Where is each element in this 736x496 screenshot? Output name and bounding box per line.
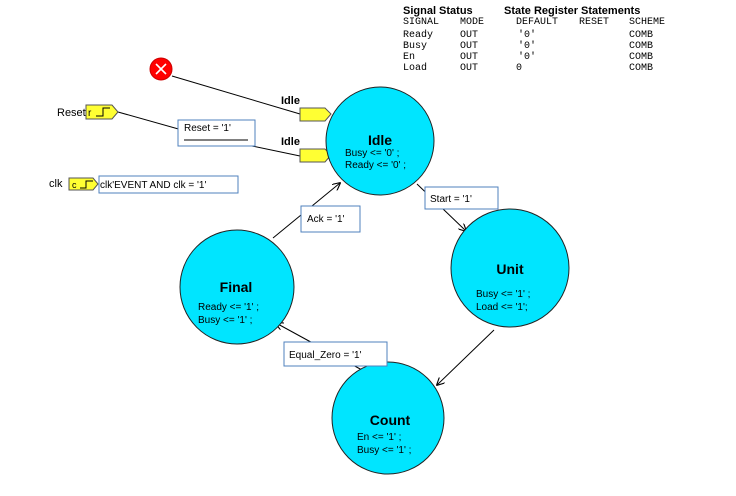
col-header-scheme: SCHEME [629, 17, 665, 28]
col-header-signal: SIGNAL [403, 17, 439, 28]
transition-condition-box[interactable]: Start = '1' [424, 186, 499, 210]
state-name: Idle [368, 132, 392, 148]
table-cell: Ready [403, 29, 433, 41]
reset-signal-label: Reset [57, 107, 86, 119]
table-cell: OUT [460, 41, 478, 52]
state-action: Load <= '1'; [476, 302, 528, 313]
clock-condition-text: clk'EVENT AND clk = '1' [100, 180, 206, 191]
table-cell: COMB [629, 41, 653, 52]
state-action: Busy <= '1' ; [476, 289, 530, 300]
table-cell: 0 [516, 63, 522, 74]
table-cell: COMB [629, 30, 653, 41]
signal-flag-icon[interactable] [299, 148, 332, 163]
table-cell: OUT [460, 30, 478, 41]
svg-text:c: c [72, 180, 77, 190]
col-header-mode: MODE [460, 17, 484, 28]
transition-condition-text: Start = '1' [430, 194, 472, 205]
clock-signal-icon[interactable]: c [68, 177, 99, 191]
table-cell: '0' [518, 29, 536, 41]
svg-text:r: r [88, 108, 92, 119]
state-action: Busy <= '0' ; [345, 148, 399, 159]
state-name: Count [370, 412, 411, 428]
falling-edge-signal-icon[interactable]: r [85, 104, 119, 120]
state-action: Busy <= '1' ; [198, 315, 252, 326]
table-cell: COMB [629, 52, 653, 63]
table-cell: Load [403, 62, 427, 74]
state-action: En <= '1' ; [357, 432, 401, 443]
col-header-reset: RESET [579, 17, 609, 28]
table-cell: '0' [518, 40, 536, 52]
transition-condition-box[interactable]: Ack = '1' [300, 205, 361, 233]
reset-condition-line [251, 145, 301, 157]
transition-condition-text: Ack = '1' [307, 214, 345, 225]
reset-marker-target-label: Idle [281, 95, 300, 107]
reset-marker-line [171, 75, 301, 115]
table-cell: En [403, 52, 415, 63]
table-cell: OUT [460, 52, 478, 63]
reset-condition-box[interactable]: Reset = '1' [177, 119, 256, 147]
transition-unit-count [437, 329, 495, 385]
state-idle[interactable]: Idle Busy <= '0' ; Ready <= '0' ; [325, 86, 435, 196]
col-header-default: DEFAULT [516, 17, 558, 28]
red-circle-x-icon[interactable] [149, 57, 173, 81]
clock-signal-label: clk [49, 178, 63, 190]
transition-condition-box[interactable]: Equal_Zero = '1' [283, 341, 388, 367]
reset-signal-line [117, 111, 183, 131]
table-cell: Busy [403, 41, 427, 52]
reset-condition-text: Reset = '1' [184, 123, 231, 134]
table-cell: '0' [518, 51, 536, 63]
state-name: Unit [496, 261, 524, 277]
state-unit[interactable]: Unit Busy <= '1' ; Load <= '1'; [450, 208, 570, 328]
state-action: Ready <= '0' ; [345, 160, 406, 171]
transition-condition-text: Equal_Zero = '1' [289, 350, 362, 361]
signal-status-title: Signal Status [403, 5, 473, 17]
state-name: Final [220, 279, 253, 295]
state-count[interactable]: Count En <= '1' ; Busy <= '1' ; [331, 361, 445, 475]
state-action: Ready <= '1' ; [198, 302, 259, 313]
signal-flag-icon[interactable] [299, 107, 332, 122]
clock-condition-box[interactable]: clk'EVENT AND clk = '1' [98, 175, 239, 194]
state-register-title: State Register Statements [504, 5, 640, 17]
table-cell: COMB [629, 63, 653, 74]
state-final[interactable]: Final Ready <= '1' ; Busy <= '1' ; [179, 229, 295, 345]
reset-target-label: Idle [281, 136, 300, 148]
table-cell: OUT [460, 63, 478, 74]
state-action: Busy <= '1' ; [357, 445, 411, 456]
signal-status-table: SIGNAL MODE DEFAULT RESET SCHEME Ready O… [403, 17, 665, 74]
